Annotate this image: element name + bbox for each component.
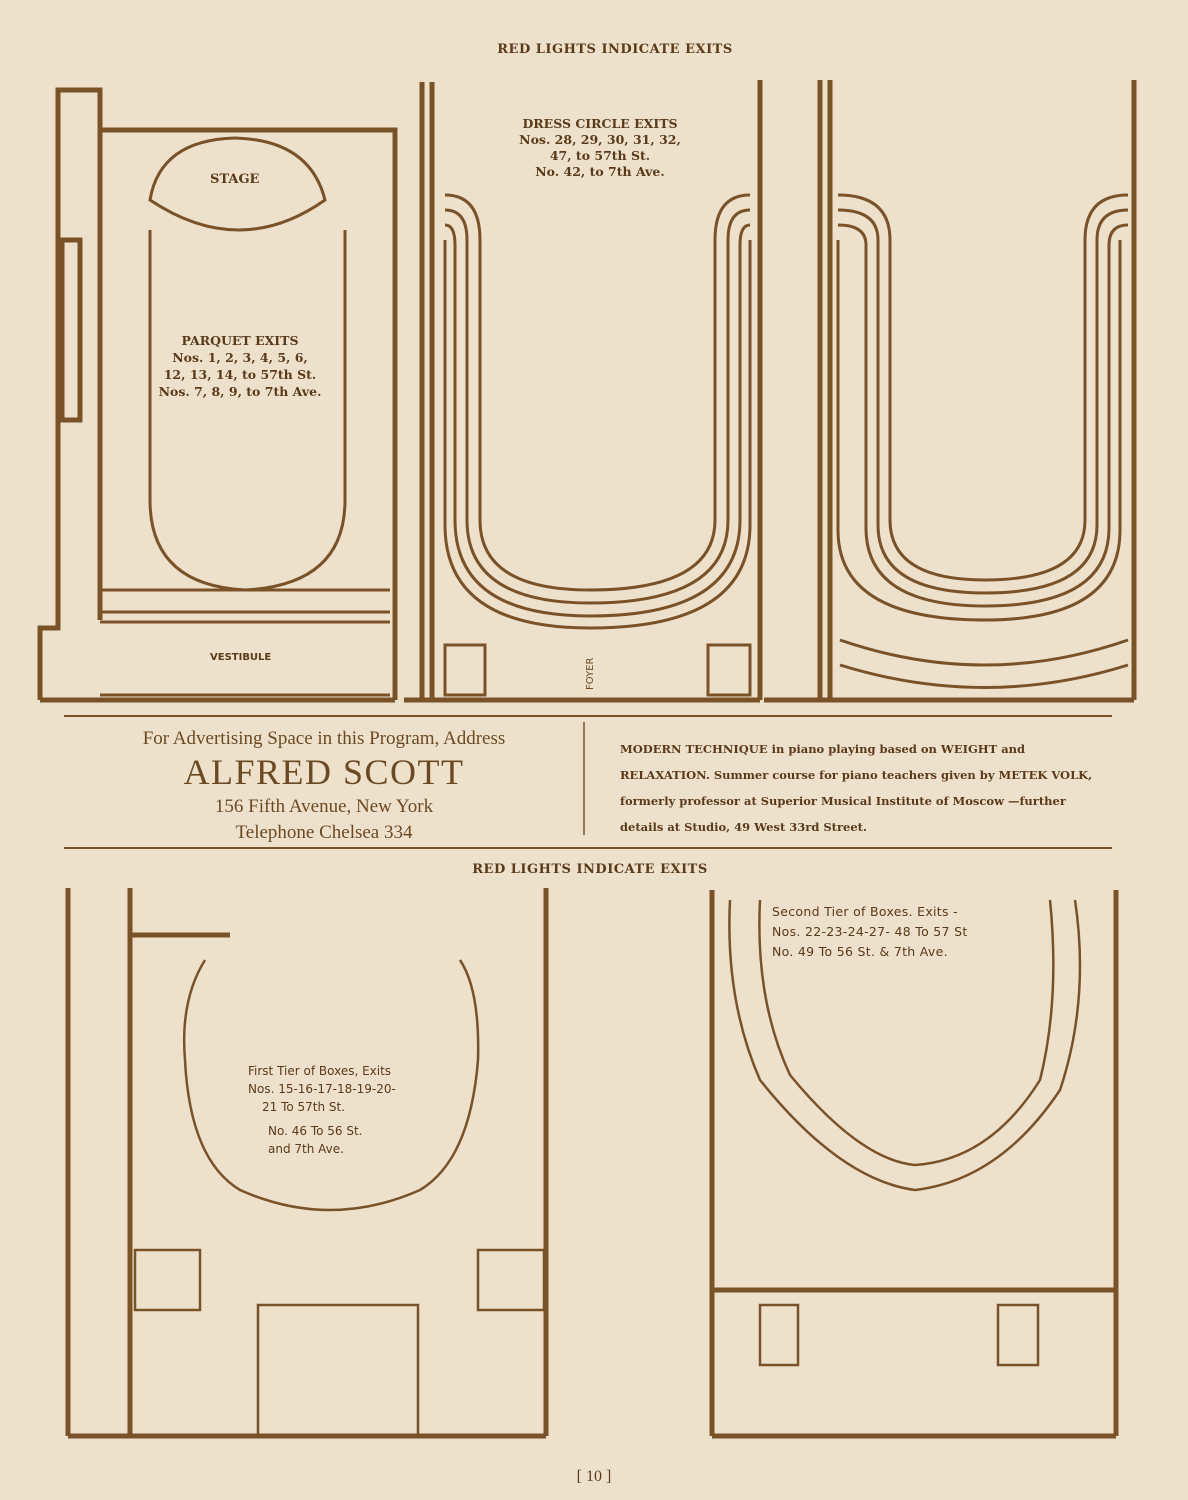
first-tier-line-2: Nos. 15-16-17-18-19-20-: [248, 1082, 396, 1096]
first-tier-line-5: and 7th Ave.: [268, 1142, 344, 1156]
dress-circle-line-2: 47, to 57th St.: [549, 148, 651, 163]
page-number: [ 10 ]: [576, 1468, 612, 1485]
second-tier-exits: Second Tier of Boxes. Exits - Nos. 22-23…: [772, 902, 1062, 962]
foyer-label: FOYER: [585, 657, 596, 690]
first-tier-line-4: No. 46 To 56 St.: [268, 1124, 363, 1138]
second-tier-line-3: No. 49 To 56 St. & 7th Ave.: [772, 944, 948, 959]
first-tier-line-1: First Tier of Boxes, Exits: [248, 1064, 392, 1078]
parquet-line-2: 12, 13, 14, to 57th St.: [163, 367, 317, 382]
ad-modern-technique: MODERN TECHNIQUE in piano playing based …: [620, 742, 1093, 834]
parquet-line-3: Nos. 7, 8, 9, to 7th Ave.: [158, 384, 322, 399]
first-tier-exits: First Tier of Boxes, Exits Nos. 15-16-17…: [248, 1062, 433, 1158]
parquet-title: PARQUET EXITS: [181, 333, 299, 348]
second-tier-line-1: Second Tier of Boxes. Exits -: [772, 904, 958, 919]
first-tier-line-3: 21 To 57th St.: [262, 1100, 346, 1114]
ad-phone: Telephone Chelsea 334: [235, 822, 413, 843]
parquet-plan: [37, 87, 398, 703]
ad-alfred-scott: For Advertising Space in this Program, A…: [64, 728, 584, 846]
dress-circle-line-3: No. 42, to 7th Ave.: [535, 164, 665, 179]
second-tier-line-2: Nos. 22-23-24-27- 48 To 57 St: [772, 924, 968, 939]
dress-circle-line-1: Nos. 28, 29, 30, 31, 32,: [519, 132, 681, 147]
ad-line-1: For Advertising Space in this Program, A…: [142, 728, 506, 749]
header-bottom: RED LIGHTS INDICATE EXITS: [472, 862, 708, 877]
parquet-line-1: Nos. 1, 2, 3, 4, 5, 6,: [172, 350, 308, 365]
ad-address: 156 Fifth Avenue, New York: [214, 796, 434, 817]
stage-label: STAGE: [210, 172, 260, 187]
dress-circle-exits: DRESS CIRCLE EXITS Nos. 28, 29, 30, 31, …: [480, 116, 720, 180]
dress-circle-title: DRESS CIRCLE EXITS: [522, 116, 678, 131]
parquet-exits: PARQUET EXITS Nos. 1, 2, 3, 4, 5, 6, 12,…: [120, 332, 360, 400]
header-top: RED LIGHTS INDICATE EXITS: [497, 42, 733, 57]
vestibule-label: VESTIBULE: [210, 652, 272, 663]
ad-name: ALFRED SCOTT: [183, 752, 465, 792]
